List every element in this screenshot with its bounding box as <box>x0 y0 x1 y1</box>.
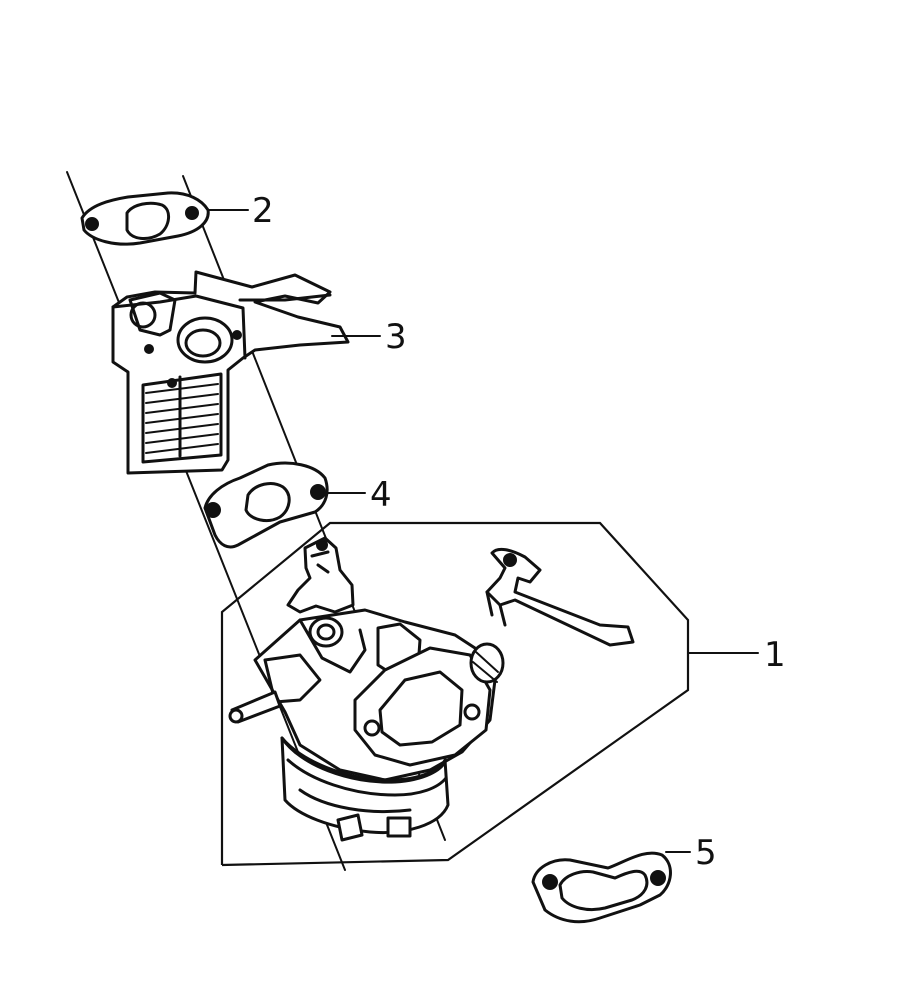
callout-3: 3 <box>385 317 407 357</box>
insulator-gasket <box>80 191 210 246</box>
callout-2: 2 <box>252 191 274 231</box>
carburetor-gasket <box>203 461 329 549</box>
assembly-boundary <box>220 521 690 867</box>
carburetor-assembly <box>228 536 635 842</box>
callout-1: 1 <box>764 635 786 675</box>
callout-5: 5 <box>695 833 717 873</box>
callout-labels: 1 2 3 4 5 <box>252 191 786 873</box>
callout-4: 4 <box>370 475 392 515</box>
carburetor-insulator <box>111 270 350 475</box>
leader-lines <box>207 209 759 853</box>
air-cleaner-gasket <box>531 851 672 924</box>
